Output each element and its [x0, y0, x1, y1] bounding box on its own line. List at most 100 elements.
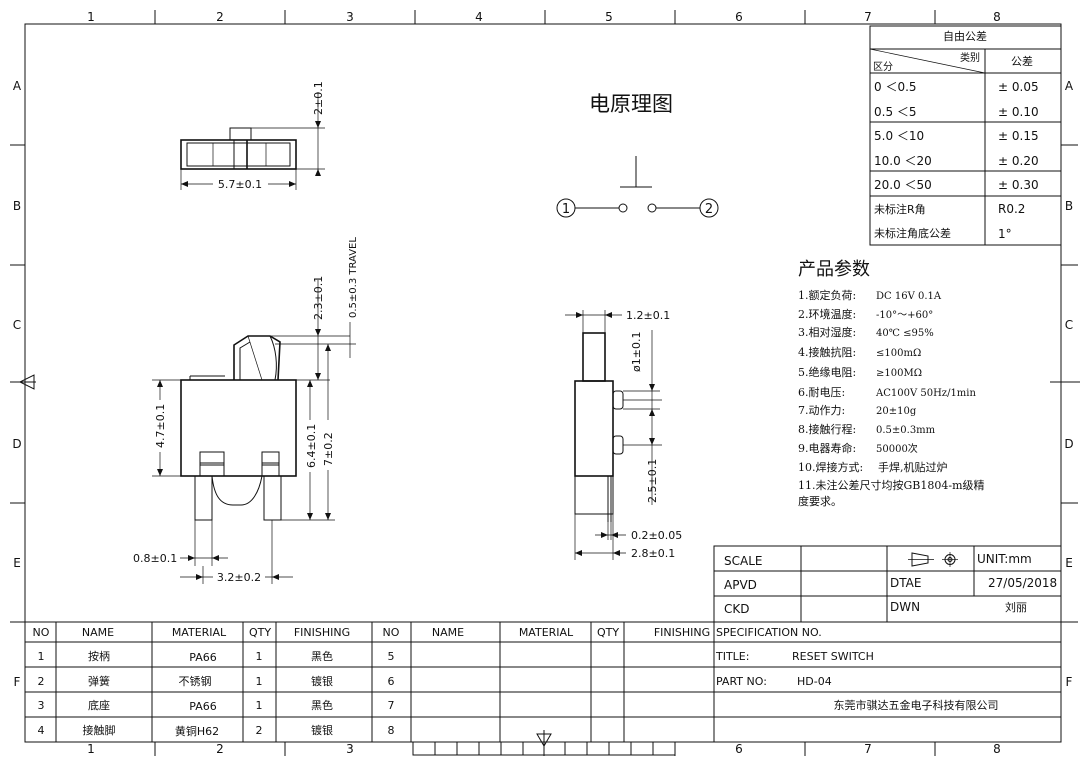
- top-view: 2±0.1 5.7±0.1: [180, 81, 325, 191]
- bom-row1-material: PA66: [189, 651, 216, 664]
- param-value-3: 40℃ ≤95%: [876, 328, 934, 339]
- param-value-8: 0.5±0.3mm: [876, 425, 936, 436]
- tolerance-value-7: 1°: [998, 227, 1012, 241]
- bom-row4-qty: 2: [256, 724, 263, 737]
- bom-row8-no: 8: [388, 724, 395, 737]
- unit-label: UNIT:mm: [977, 552, 1032, 566]
- side-view: 1.2±0.1 ø1±0.1 2.5±0.1 0.2±0.05 2.8±0.1: [565, 309, 682, 560]
- tolerance-range-5: 20.0 ＜50: [874, 178, 932, 192]
- tolerance-range-1: 0 ＜0.5: [874, 80, 917, 94]
- bom-row1-finishing: 黑色: [311, 649, 333, 663]
- col-label-6: 6: [735, 10, 743, 24]
- title-value: RESET SWITCH: [792, 650, 874, 663]
- bom-header-finishing: FINISHING: [294, 626, 350, 639]
- dim-top-width: 5.7±0.1: [218, 178, 262, 191]
- bom-row1-name: 按柄: [88, 649, 110, 663]
- bom-header-finishing-2: FINISHING: [654, 626, 710, 639]
- dim-side-width: 2.8±0.1: [631, 547, 675, 560]
- col-label-6-bottom: 6: [735, 742, 743, 756]
- bom-row7-no: 7: [388, 699, 395, 712]
- bom-row1-no: 1: [38, 650, 45, 663]
- dim-side-bump-spacing: 2.5±0.1: [646, 459, 659, 503]
- dim-lever-height: 2.3±0.1: [312, 276, 325, 320]
- param-label-5: 5.绝缘电阻:: [798, 365, 856, 379]
- bom-table: NO NAME MATERIAL QTY FINISHING NO NAME M…: [25, 621, 1061, 742]
- col-label-3-bottom: 3: [346, 742, 354, 756]
- col-label-1-bottom: 1: [87, 742, 95, 756]
- param-label-6: 6.耐电压:: [798, 386, 845, 399]
- row-label-c-right: C: [1065, 318, 1073, 332]
- dim-top-height: 2±0.1: [312, 81, 325, 115]
- bom-row3-finishing: 黑色: [311, 698, 333, 712]
- param-value-9: 50000次: [876, 442, 918, 455]
- param-value-7: 20±10g: [876, 406, 917, 417]
- dim-side-bump-dia: ø1±0.1: [630, 332, 643, 372]
- schematic-pin2-label: 2: [705, 202, 713, 217]
- param-value-4: ≤100mΩ: [876, 348, 921, 359]
- bom-row2-no: 2: [38, 675, 45, 688]
- ckd-label: CKD: [724, 602, 750, 616]
- param-value-6: AC100V 50Hz/1min: [875, 388, 976, 399]
- param-label-3: 3.相对湿度:: [798, 325, 856, 339]
- spec-block: SPECIFICATION NO. TITLE: RESET SWITCH PA…: [715, 626, 999, 712]
- tolerance-range-4: 10.0 ＜20: [874, 154, 932, 168]
- bom-row2-finishing: 镀银: [311, 674, 333, 688]
- scale-label: SCALE: [724, 554, 762, 568]
- bom-header-no: NO: [33, 626, 50, 639]
- tolerance-range-2: 0.5 ＜5: [874, 105, 917, 119]
- bom-row2-material: 不锈钢: [179, 675, 212, 688]
- row-label-d-right: D: [1064, 437, 1073, 451]
- projection-symbol-icon: [908, 552, 958, 567]
- apvd-label: APVD: [724, 578, 757, 592]
- bom-row4-material: 黄铜H62: [175, 724, 219, 738]
- col-label-3: 3: [346, 10, 354, 24]
- part-value: HD-04: [797, 675, 832, 688]
- tolerance-value-3: ± 0.15: [998, 129, 1039, 143]
- col-label-2-bottom: 2: [216, 742, 224, 756]
- part-label: PART NO:: [716, 675, 767, 688]
- param-label-10: 10.焊接方式:: [798, 460, 863, 474]
- dim-total-height: 7±0.2: [322, 432, 335, 466]
- row-label-f: F: [14, 675, 21, 689]
- row-label-f-right: F: [1066, 675, 1073, 689]
- bom-row3-qty: 1: [256, 699, 263, 712]
- param-value-2: -10°～+60°: [876, 310, 933, 321]
- row-label-a-right: A: [1065, 79, 1074, 93]
- company-name: 东莞市骐达五金电子科技有限公司: [834, 698, 999, 712]
- col-label-7-bottom: 7: [864, 742, 872, 756]
- dwn-label: DWN: [890, 600, 920, 614]
- bom-row3-no: 3: [38, 699, 45, 712]
- bom-row3-name: 底座: [88, 698, 110, 712]
- bom-header-no-2: NO: [383, 626, 400, 639]
- pin2-circle: [699, 198, 719, 218]
- params-title: 产品参数: [798, 259, 870, 280]
- bom-row1-qty: 1: [256, 650, 263, 663]
- tolerance-title: 自由公差: [943, 29, 987, 43]
- dim-pin-thickness: 0.2±0.05: [631, 529, 682, 542]
- title-label: TITLE:: [715, 650, 749, 663]
- dim-pin-width: 0.8±0.1: [133, 552, 177, 565]
- param-label-9: 9.电器寿命:: [798, 441, 856, 455]
- param-value-5: ≥100MΩ: [876, 368, 922, 379]
- bom-row4-no: 4: [38, 724, 45, 737]
- bom-header-material-2: MATERIAL: [519, 626, 574, 639]
- drawer-name: 刘丽: [1005, 601, 1027, 614]
- bom-row2-qty: 1: [256, 675, 263, 688]
- param-label-7: 7.动作力:: [798, 404, 845, 417]
- row-label-e-right: E: [1065, 556, 1073, 570]
- row-label-d: D: [12, 437, 21, 451]
- bom-row2-name: 弹簧: [88, 674, 110, 688]
- circuit-schematic: 电原理图 1 2: [556, 92, 719, 218]
- tolerance-value-6: R0.2: [998, 202, 1025, 216]
- dim-pin-height: 6.4±0.1: [305, 424, 318, 468]
- params-note-line1: 11.未注公差尺寸均按GB1804-m级精: [798, 478, 985, 492]
- param-label-4: 4.接触抗阻:: [798, 345, 856, 359]
- col-label-4: 4: [475, 10, 483, 24]
- tolerance-table: 自由公差 类别 区分 公差 0 ＜0.5 ± 0.05 0.5 ＜5 ± 0.1…: [869, 25, 1062, 246]
- bom-header-name-2: NAME: [432, 626, 464, 639]
- col-label-5: 5: [605, 10, 613, 24]
- contact-right: [647, 203, 657, 213]
- bom-header-qty: QTY: [249, 626, 271, 639]
- bom-header-qty-2: QTY: [597, 626, 619, 639]
